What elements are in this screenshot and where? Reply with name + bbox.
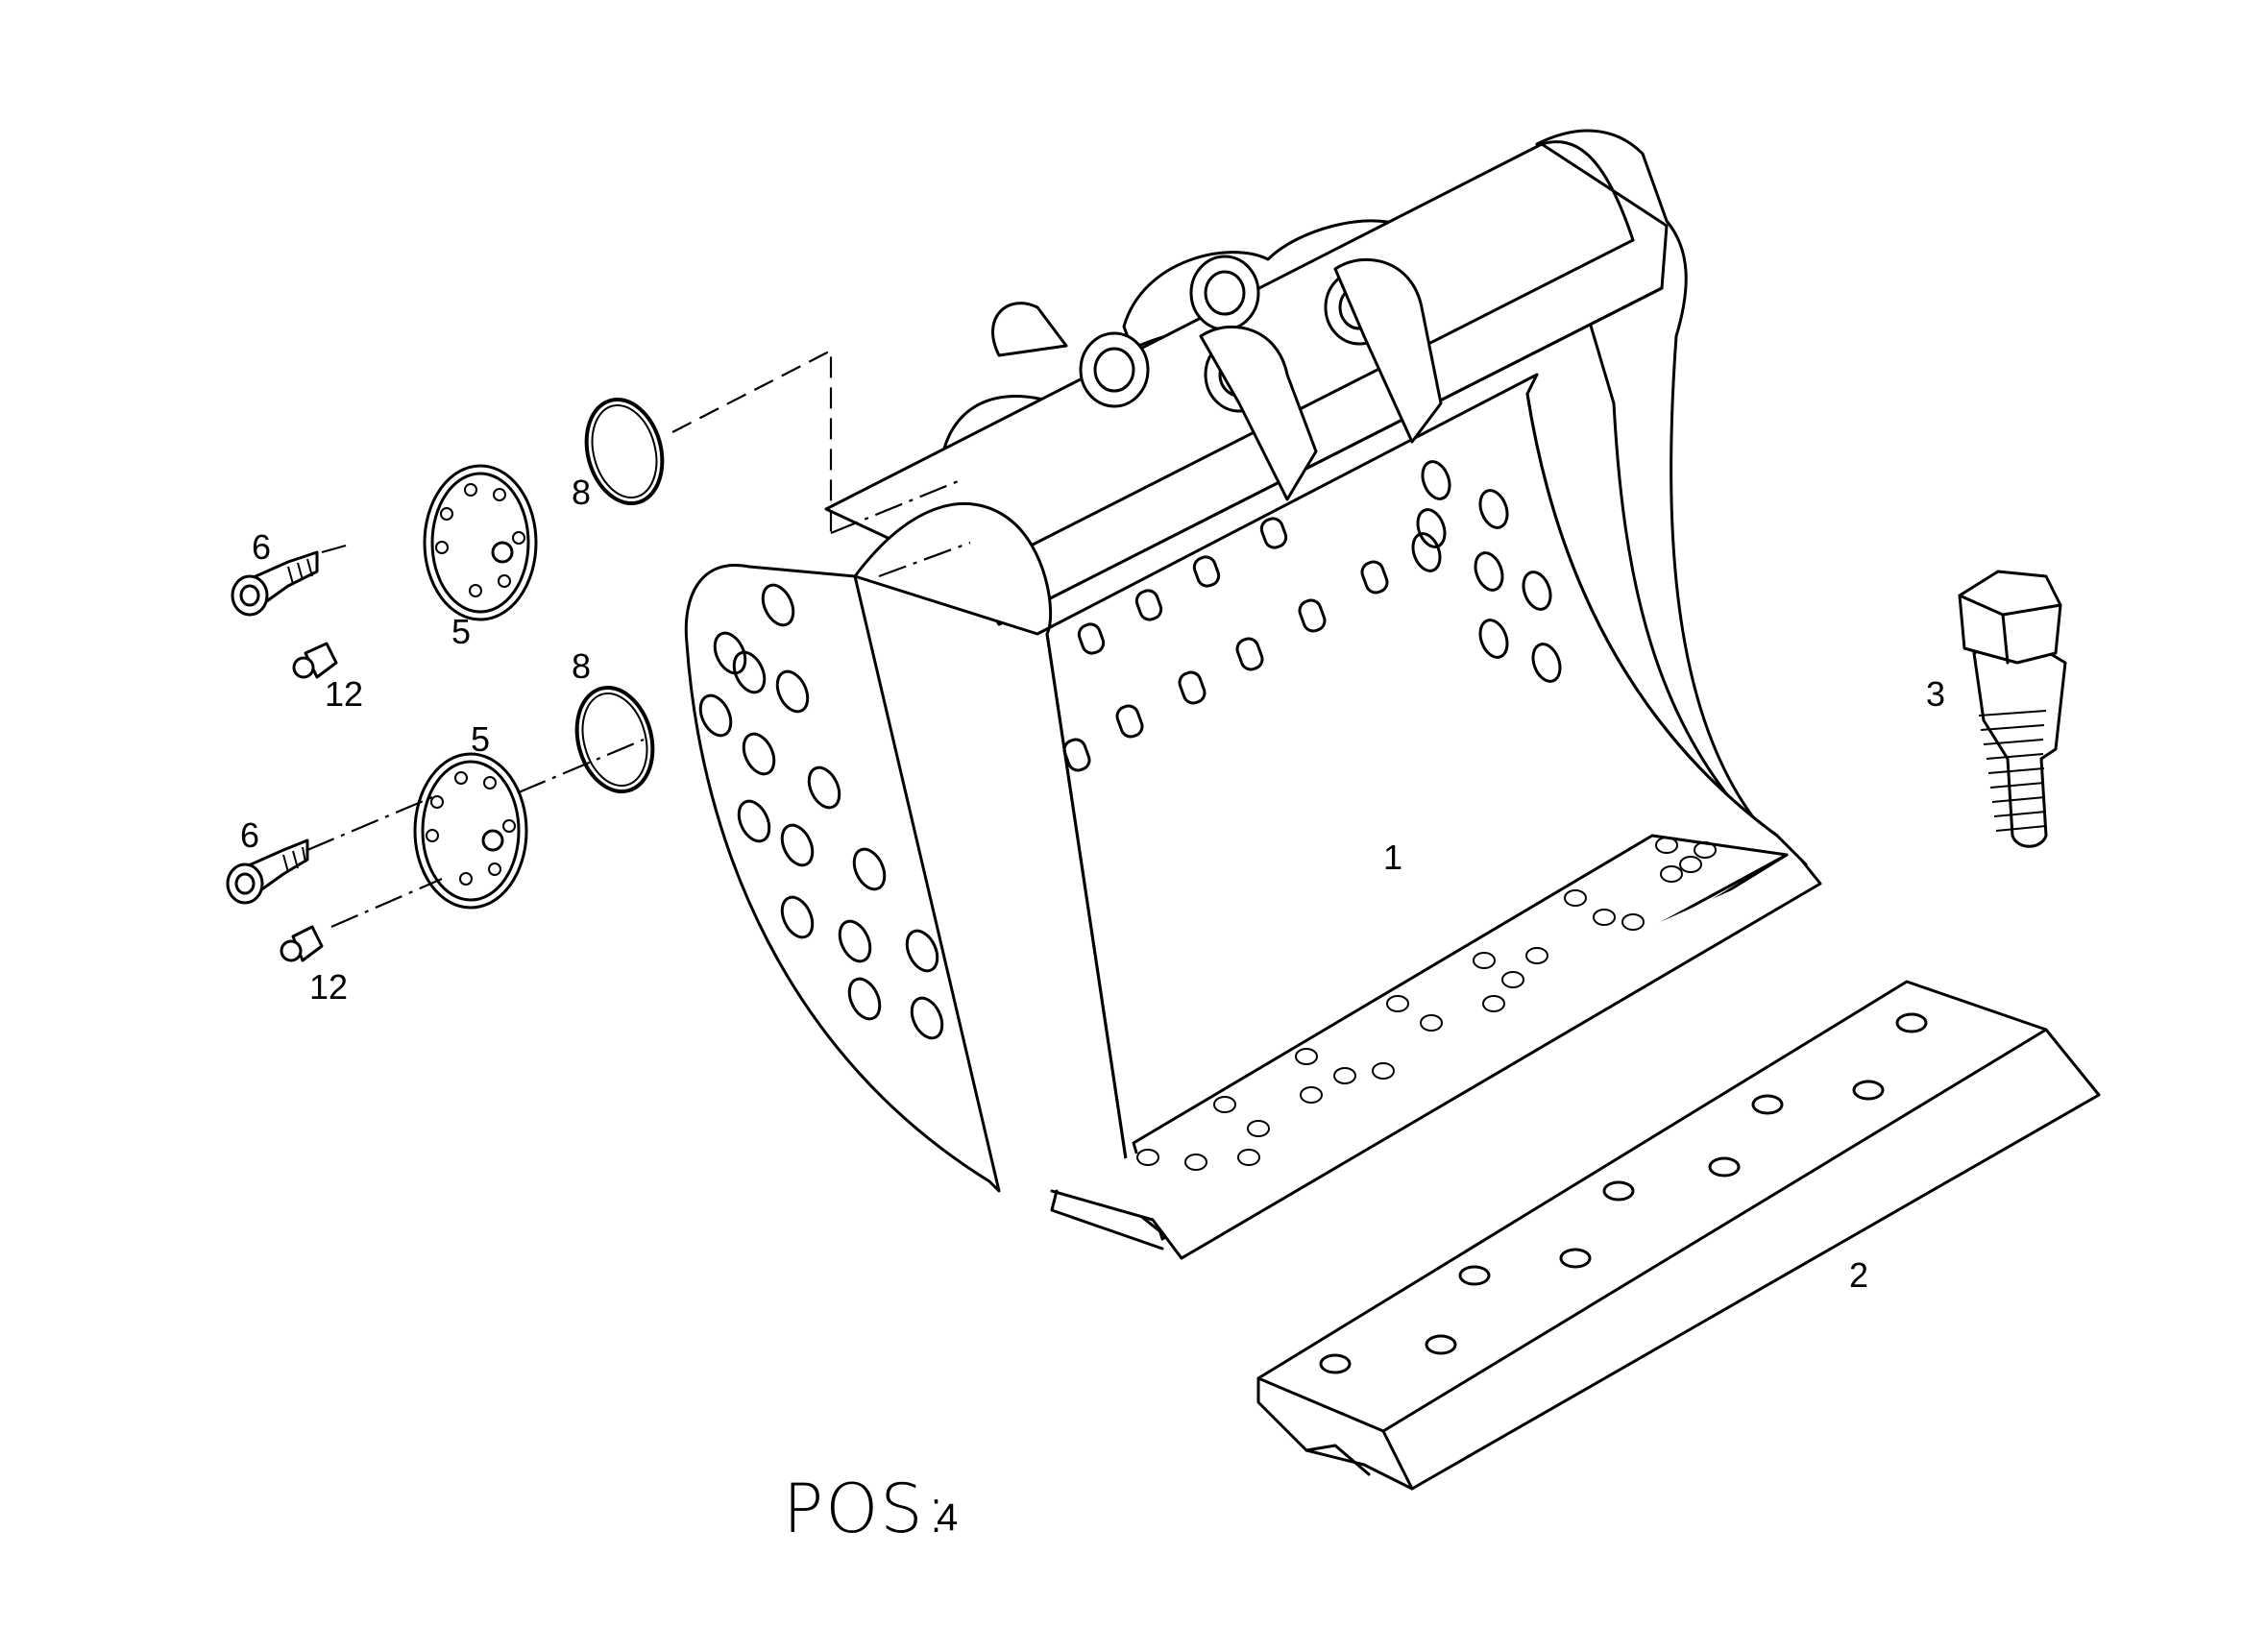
callout-6-top: 6 (252, 527, 271, 567)
bucket-inner-holes (1411, 460, 1562, 683)
grease-nipple-top (292, 642, 338, 679)
position-number: 4 (937, 1496, 958, 1539)
callout-6-bottom: 6 (240, 815, 259, 855)
o-ring-bottom (574, 685, 655, 794)
bucket-floor-holes (1136, 837, 1717, 1171)
callout-8-top: 8 (572, 473, 591, 512)
callout-12-bottom: 12 (309, 967, 348, 1007)
bucket-back-slots (1062, 517, 1389, 772)
callout-5-top: 5 (451, 612, 471, 651)
callout-1: 1 (1383, 838, 1402, 877)
bucket-body (684, 129, 1822, 1260)
bucket-side-holes (698, 583, 944, 1040)
socket-screw-top (231, 550, 319, 617)
socket-screw-bottom (226, 838, 309, 905)
position-label-text: POS: (783, 1470, 949, 1548)
cutting-edge (1256, 980, 2101, 1491)
callout-8-bottom: 8 (572, 646, 591, 686)
cover-plate-bottom (413, 752, 528, 910)
cutting-edge-holes (1319, 1012, 1928, 1374)
assembly-center-lines (306, 349, 971, 929)
callout-labels: 1 2 3 5 5 6 6 8 8 12 12 (240, 473, 1945, 1295)
grease-nipple-bottom (280, 925, 324, 962)
cover-plate-top (423, 464, 538, 621)
hex-bolt (1958, 570, 2067, 848)
callout-2: 2 (1849, 1255, 1868, 1295)
callout-12-top: 12 (325, 674, 363, 714)
o-ring-top (584, 397, 665, 506)
position-label: POS: 4 (783, 1470, 958, 1548)
callout-5-bottom: 5 (471, 719, 490, 759)
callout-3: 3 (1926, 674, 1945, 714)
